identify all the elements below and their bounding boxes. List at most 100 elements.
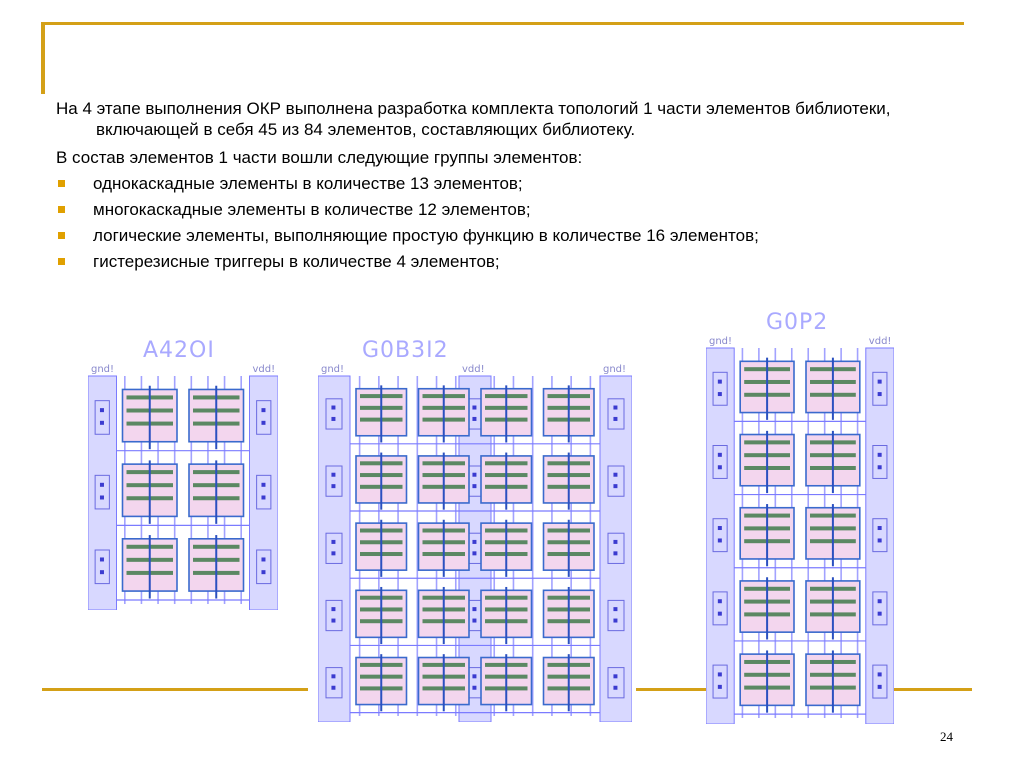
via — [717, 599, 722, 604]
via — [331, 618, 336, 623]
contact-box — [712, 518, 728, 553]
via — [99, 420, 104, 425]
via — [613, 618, 618, 623]
rail-label: vdd! — [869, 336, 892, 347]
via — [613, 405, 618, 410]
via — [99, 482, 104, 487]
via — [877, 599, 882, 604]
via — [472, 551, 477, 556]
contact-box — [712, 445, 728, 479]
via — [877, 684, 882, 689]
via — [877, 538, 882, 543]
left-accent-bar — [41, 22, 45, 94]
layout-a42oi: gnd!vdd! — [88, 364, 278, 610]
contact-box — [607, 532, 625, 564]
via — [717, 672, 722, 677]
contact-box — [256, 549, 272, 585]
contact-box — [607, 398, 625, 430]
via — [472, 539, 477, 544]
via — [472, 472, 477, 477]
layout-title-g0b3i2: G0B3I2 — [362, 338, 449, 363]
list-item: многокаскадные элементы в количестве 12 … — [56, 199, 956, 220]
contact-box — [325, 532, 343, 564]
list-item: гистерезисные триггеры в количестве 4 эл… — [56, 251, 956, 272]
via — [717, 611, 722, 616]
via — [261, 420, 266, 425]
contact-box — [94, 549, 110, 585]
via — [99, 557, 104, 562]
via — [717, 538, 722, 543]
via — [613, 484, 618, 489]
via — [613, 472, 618, 477]
top-rule — [42, 22, 964, 25]
square-bullet-icon — [58, 206, 65, 213]
rail-label: gnd! — [91, 364, 114, 375]
groups-intro: В состав элементов 1 части вошли следующ… — [56, 148, 583, 167]
via — [717, 465, 722, 470]
contact-box — [325, 667, 343, 699]
layout-g0b3i2: gnd! vdd! gnd! — [318, 364, 632, 722]
via — [99, 570, 104, 575]
power-rail — [599, 375, 632, 722]
bottom-rule-right — [894, 688, 972, 691]
contact-box — [872, 445, 888, 479]
via — [472, 685, 477, 690]
via — [613, 539, 618, 544]
contact-box — [94, 400, 110, 435]
via — [717, 684, 722, 689]
layout-g0p2: gnd! vdd! — [706, 336, 894, 724]
layout-title-a42oi: A42OI — [143, 338, 215, 363]
via — [472, 405, 477, 410]
contact-box — [872, 371, 888, 406]
via — [877, 672, 882, 677]
via — [877, 379, 882, 384]
contact-box — [607, 599, 625, 632]
via — [472, 607, 477, 612]
contact-box — [325, 465, 343, 497]
via — [472, 674, 477, 679]
via — [717, 379, 722, 384]
via — [331, 539, 336, 544]
rail-label: vdd! — [462, 364, 485, 375]
via — [613, 607, 618, 612]
slide-text: На 4 этапе выполнения ОКР выполнена разр… — [56, 98, 956, 272]
element-groups-list: однокаскадные элементы в количестве 13 э… — [56, 173, 956, 272]
via — [331, 685, 336, 690]
via — [877, 452, 882, 457]
contact-box — [325, 599, 343, 632]
contact-box — [712, 371, 728, 406]
list-item: однокаскадные элементы в количестве 13 э… — [56, 173, 956, 194]
via — [717, 452, 722, 457]
via — [331, 607, 336, 612]
square-bullet-icon — [58, 258, 65, 265]
layout-title-g0p2: G0P2 — [766, 310, 829, 335]
via — [261, 570, 266, 575]
via — [877, 392, 882, 397]
via — [613, 685, 618, 690]
contact-box — [94, 474, 110, 510]
via — [877, 526, 882, 531]
via — [613, 674, 618, 679]
rail-label: gnd! — [709, 336, 732, 347]
via — [261, 495, 266, 500]
via — [472, 484, 477, 489]
via — [613, 416, 618, 421]
via — [331, 416, 336, 421]
page-number: 24 — [940, 729, 953, 744]
via — [331, 472, 336, 477]
power-rail — [318, 375, 351, 722]
contact-box — [607, 667, 625, 699]
via — [261, 557, 266, 562]
via — [99, 495, 104, 500]
via — [877, 465, 882, 470]
via — [717, 392, 722, 397]
via — [261, 408, 266, 413]
contact-box — [256, 400, 272, 435]
contact-box — [256, 474, 272, 510]
square-bullet-icon — [58, 232, 65, 239]
square-bullet-icon — [58, 180, 65, 187]
rail-label: gnd! — [603, 364, 626, 375]
power-rail — [865, 347, 894, 724]
rail-label: gnd! — [321, 364, 344, 375]
contact-box — [872, 664, 888, 699]
